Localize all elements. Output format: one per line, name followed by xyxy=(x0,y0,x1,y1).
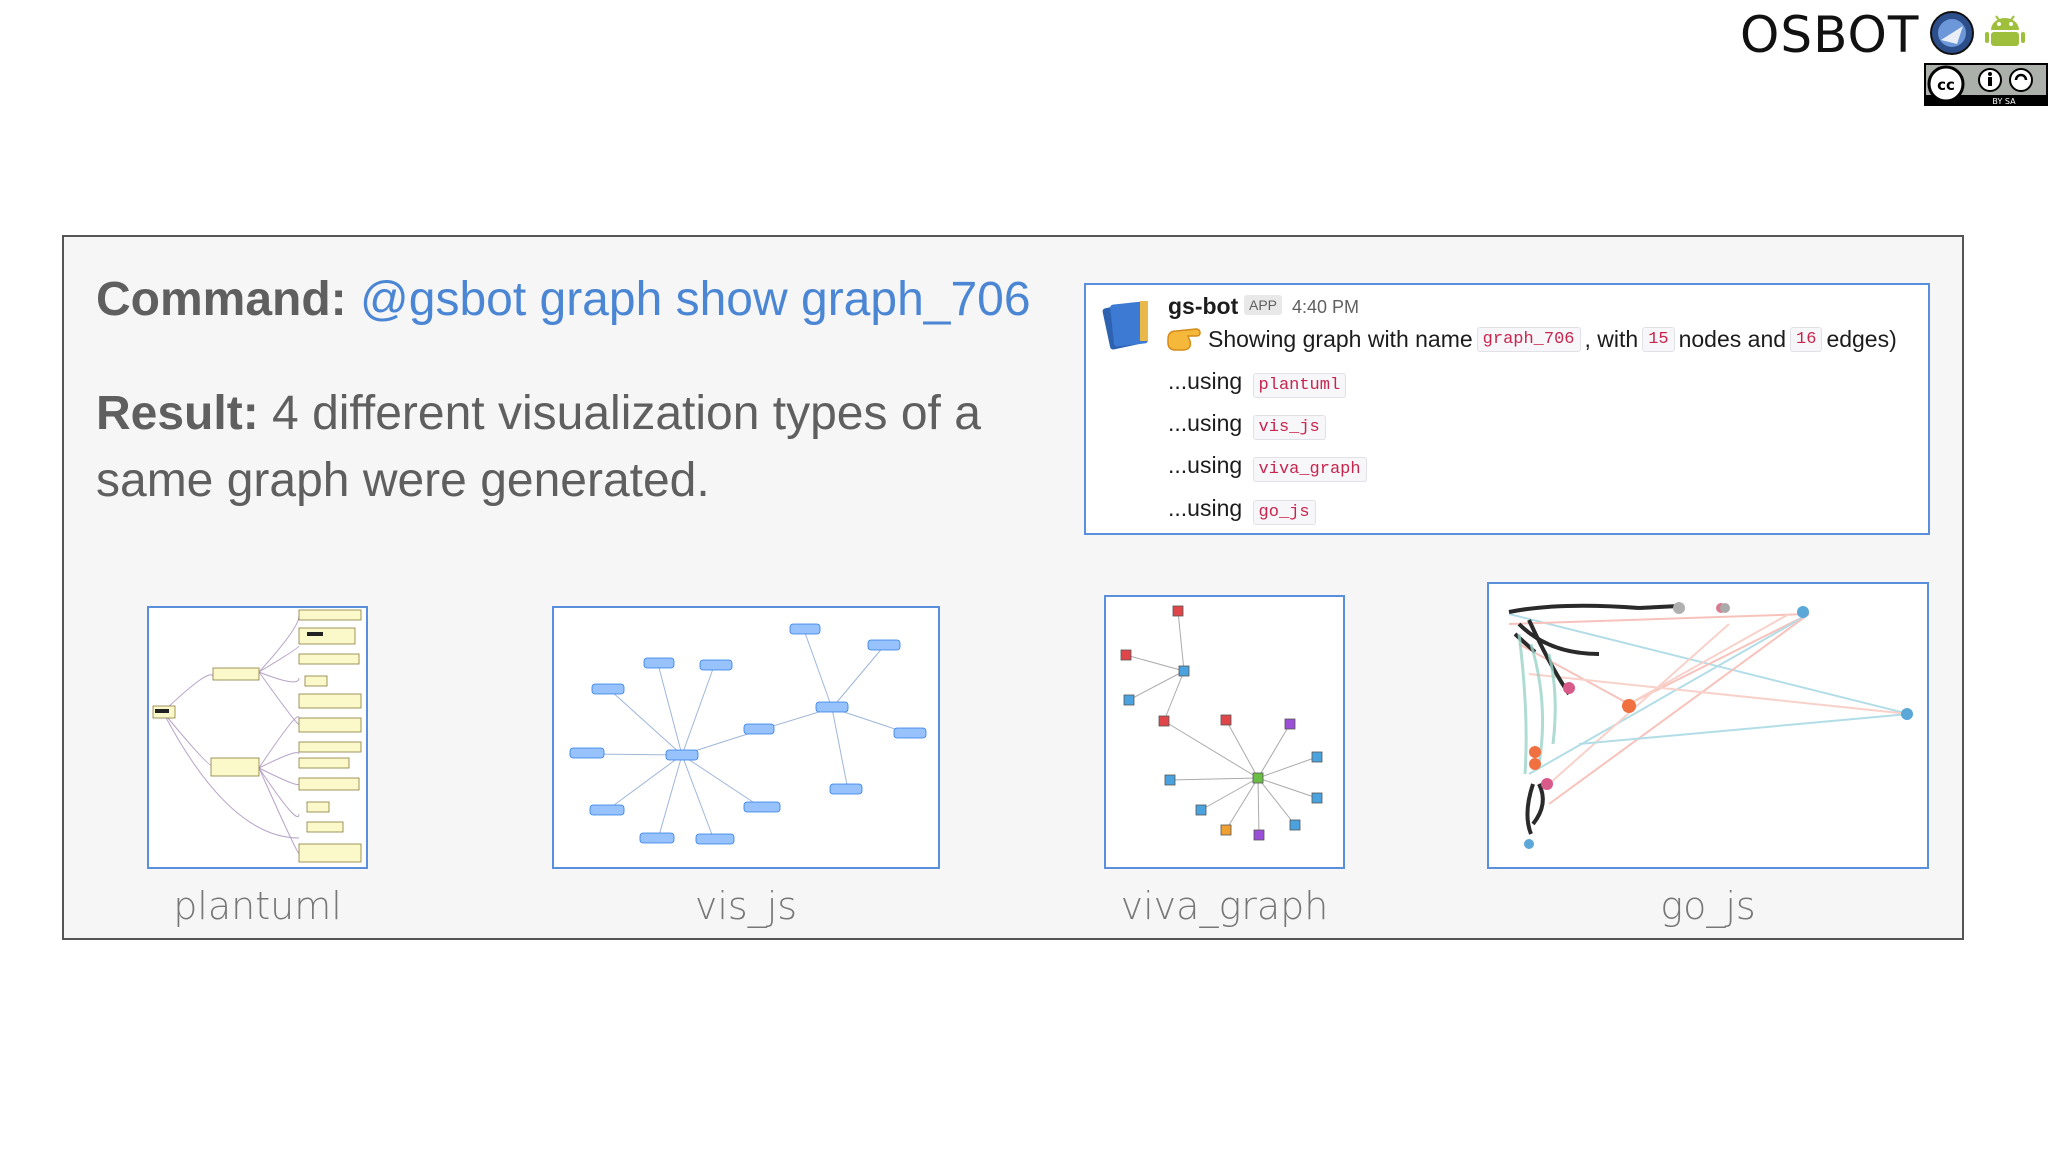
using-line-plantuml: ...using plantuml xyxy=(1168,368,1350,395)
graph-name-code: graph_706 xyxy=(1477,327,1581,352)
plantuml-label: plantuml xyxy=(147,884,368,928)
message-prefix: Showing graph with name xyxy=(1208,326,1473,353)
edges-count-code: 16 xyxy=(1790,327,1822,352)
pointing-hand-icon xyxy=(1166,325,1202,353)
svg-text:cc: cc xyxy=(1937,76,1955,94)
renderer-code: plantuml xyxy=(1253,373,1347,398)
renderer-code: go_js xyxy=(1253,500,1316,525)
viva-graph-image xyxy=(1106,597,1343,867)
go-js-graph-image xyxy=(1489,584,1927,867)
go-js-label: go_js xyxy=(1487,884,1929,928)
osbot-brand: OSBOT xyxy=(1740,6,1919,64)
android-icon xyxy=(1985,12,2025,52)
using-line-vis-js: ...using vis_js xyxy=(1168,410,1330,437)
using-label: ...using xyxy=(1168,410,1242,436)
command-label: Command: xyxy=(96,273,347,326)
result-label: Result: xyxy=(96,387,259,440)
nodes-count-code: 15 xyxy=(1642,327,1674,352)
using-line-viva-graph: ...using viva_graph xyxy=(1168,452,1371,479)
slack-message: gs-bot APP 4:40 PM Showing graph with na… xyxy=(1084,283,1930,535)
app-badge: APP xyxy=(1244,295,1282,315)
vis-js-label: vis_js xyxy=(552,884,940,928)
message-line: Showing graph with name graph_706 , with… xyxy=(1166,325,1897,353)
vis-js-graph-image xyxy=(554,608,938,867)
using-line-go-js: ...using go_js xyxy=(1168,495,1320,522)
message-with: , with xyxy=(1585,326,1639,353)
plantuml-graph-image xyxy=(149,608,366,867)
go-js-thumbnail xyxy=(1487,582,1929,869)
result-text: Result: 4 different visualization types … xyxy=(96,380,1056,514)
renderer-code: vis_js xyxy=(1253,415,1326,440)
message-time[interactable]: 4:40 PM xyxy=(1292,297,1359,318)
cc-license-icon: cc BY SA xyxy=(1924,63,2048,106)
message-edges: edges) xyxy=(1826,326,1896,353)
viva-graph-label: viva_graph xyxy=(1104,884,1345,928)
vis-js-thumbnail xyxy=(552,606,940,869)
bot-name[interactable]: gs-bot xyxy=(1168,293,1238,320)
bot-avatar-icon xyxy=(1098,295,1156,353)
viva-graph-thumbnail xyxy=(1104,595,1345,869)
renderer-code: viva_graph xyxy=(1253,457,1367,482)
command-value: @gsbot graph show graph_706 xyxy=(360,273,1031,326)
using-label: ...using xyxy=(1168,495,1242,521)
command-line: Command: @gsbot graph show graph_706 xyxy=(96,272,1031,327)
using-label: ...using xyxy=(1168,368,1242,394)
license-badge-text: BY SA xyxy=(1992,97,2016,106)
message-nodes: nodes and xyxy=(1679,326,1786,353)
plantuml-thumbnail xyxy=(147,606,368,869)
using-label: ...using xyxy=(1168,452,1242,478)
osbot-globe-icon xyxy=(1929,10,1975,56)
